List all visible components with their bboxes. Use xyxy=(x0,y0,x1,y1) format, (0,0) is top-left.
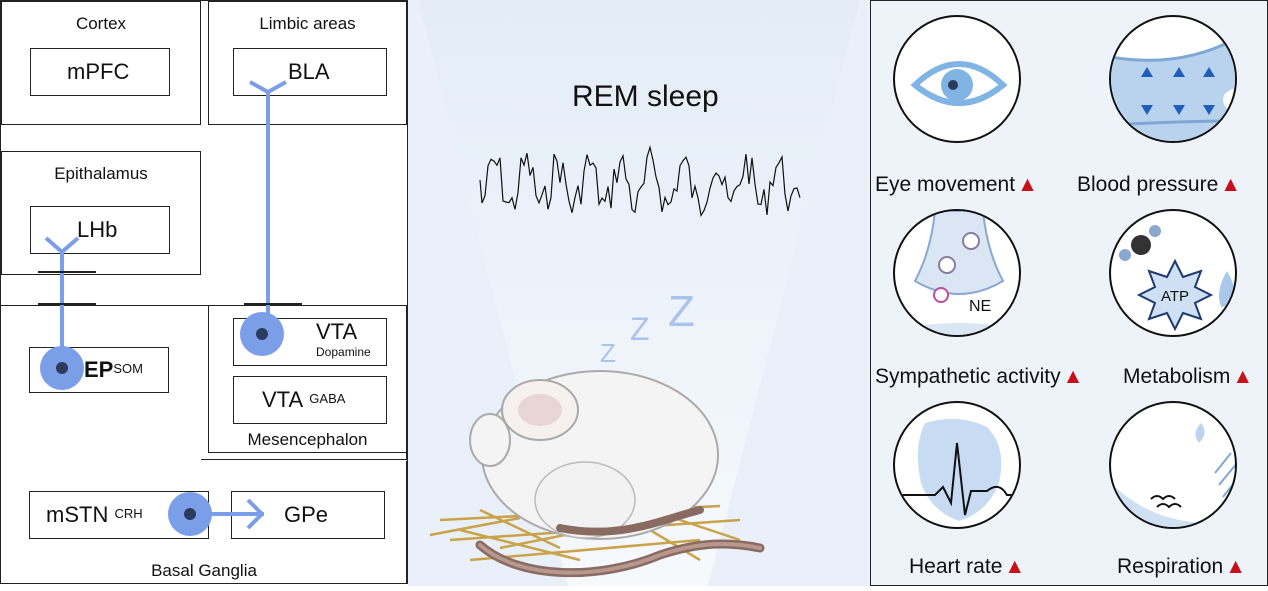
lung-icon xyxy=(1109,401,1237,529)
eye-icon xyxy=(893,15,1021,143)
blood-vessel-icon xyxy=(1109,15,1237,143)
node-gpe-label: GPe xyxy=(284,502,329,527)
increase-arrow-icon: ▲ xyxy=(1220,173,1242,196)
region-title-basal-ganglia: Basal Ganglia xyxy=(151,561,257,580)
region-title-epithalamus: Epithalamus xyxy=(54,164,148,183)
synapse-icon: NE xyxy=(893,209,1021,337)
node-ep-sup: SOM xyxy=(113,360,143,376)
region-epithalamus: Epithalamus LHb xyxy=(1,151,201,275)
region-title-mesencephalon: Mesencephalon xyxy=(247,430,368,449)
increase-arrow-icon: ▲ xyxy=(1062,365,1084,388)
node-mstn-label: mSTN xyxy=(46,502,109,527)
effect-blood-pressure-label: Blood pressure xyxy=(1077,173,1219,196)
atp-label: ATP xyxy=(1161,288,1189,305)
node-lhb: LHb xyxy=(30,206,170,254)
node-vta-gaba-sup: GABA xyxy=(309,390,346,406)
region-mesencephalon: VTA Dopamine VTA GABA Mesencephalon xyxy=(208,305,407,453)
node-ep-label: EP xyxy=(84,357,114,382)
node-vta-dopamine-label: VTA xyxy=(316,319,358,344)
page-title: REM sleep xyxy=(572,80,719,113)
heart-icon xyxy=(893,401,1021,529)
region-title-limbic: Limbic areas xyxy=(259,14,356,33)
increase-arrow-icon: ▲ xyxy=(1004,555,1026,578)
node-vta-gaba-label: VTA xyxy=(262,387,304,412)
increase-arrow-icon: ▲ xyxy=(1232,365,1254,388)
effect-eye-movement-label: Eye movement xyxy=(875,173,1016,196)
node-bla-label: BLA xyxy=(288,59,330,84)
node-lhb-label: LHb xyxy=(77,217,118,242)
region-cortex: Cortex mPFC xyxy=(1,1,201,125)
atp-icon: ATP xyxy=(1109,209,1237,337)
region-title-cortex: Cortex xyxy=(75,14,127,33)
node-mpfc-label: mPFC xyxy=(67,59,130,84)
physiology-panel: Eye movement▲ Blood pressure▲ NE Sympath… xyxy=(870,0,1268,586)
increase-arrow-icon: ▲ xyxy=(1225,555,1247,578)
node-bla: BLA xyxy=(233,48,387,96)
effect-sympathetic-label: Sympathetic activity xyxy=(875,365,1061,388)
region-limbic: Limbic areas BLA xyxy=(208,1,407,125)
divider-basal xyxy=(201,459,407,461)
effect-respiration-label: Respiration xyxy=(1117,555,1224,578)
node-mstn-sup: CRH xyxy=(114,505,143,521)
node-mstn: mSTN CRH xyxy=(29,491,209,539)
node-vta-gaba: VTA GABA xyxy=(233,376,387,424)
node-vta-dopamine-sub: Dopamine xyxy=(316,345,371,359)
synapse-ne-label: NE xyxy=(969,298,991,315)
increase-arrow-icon: ▲ xyxy=(1017,173,1038,196)
node-gpe: GPe xyxy=(231,491,385,539)
effect-metabolism-label: Metabolism xyxy=(1123,365,1231,388)
node-vta-dopamine: VTA Dopamine xyxy=(233,318,387,366)
brain-circuit-panel: Cortex mPFC Limbic areas BLA Epithalamus… xyxy=(0,0,408,584)
effect-heart-rate-label: Heart rate xyxy=(909,555,1003,578)
node-mpfc: mPFC xyxy=(30,48,170,96)
